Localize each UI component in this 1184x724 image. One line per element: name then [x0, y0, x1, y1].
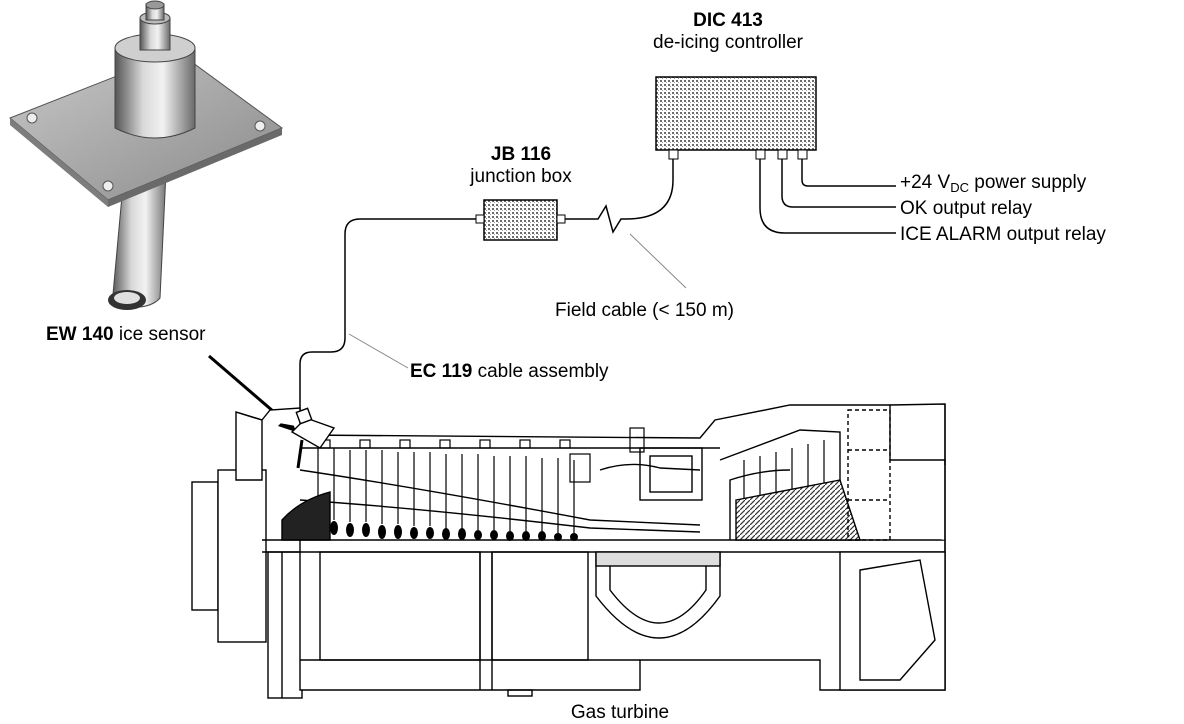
field-cable [565, 159, 674, 234]
cable-assembly-description: cable assembly [477, 361, 609, 382]
field-cable-label: Field cable (< 150 m) [555, 300, 734, 321]
controller-connector-power [797, 149, 808, 160]
ice-alarm-relay-label: ICE ALARM output relay [900, 224, 1106, 245]
power-supply-prefix: +24 V [900, 172, 951, 193]
cable-assembly-label: EC 119 cable assembly [410, 361, 609, 383]
power-supply-subscript: DC [950, 180, 969, 195]
power-supply-wire [801, 159, 896, 187]
sensor-label: EW 140 ice sensor [46, 324, 205, 346]
junction-box-model: JB 116 [490, 144, 552, 165]
cable-assembly-leader [348, 333, 409, 369]
junction-box-connector-right [556, 214, 566, 224]
cable-assembly [299, 218, 476, 418]
ice-alarm-relay-wire [759, 159, 896, 234]
junction-box-label: JB 116 junction box [446, 144, 596, 188]
controller-connector-alarm [755, 149, 766, 160]
ice-sensor-mounted [290, 407, 336, 469]
junction-box [483, 199, 558, 241]
ok-relay-label: OK output relay [900, 198, 1033, 219]
cable-assembly-model: EC 119 [410, 361, 473, 382]
ok-relay-wire [781, 159, 896, 208]
controller-label: DIC 413 de-icing controller [608, 10, 848, 54]
controller-box [655, 76, 817, 151]
power-supply-suffix: power supply [968, 172, 1087, 193]
controller-description: de-icing controller [653, 32, 803, 53]
gas-turbine-drawing [191, 403, 946, 699]
sensor-description: ice sensor [118, 324, 206, 345]
junction-box-connector-left [475, 214, 485, 224]
power-supply-label: +24 VDC power supply [900, 172, 1086, 199]
controller-connector-ok [777, 149, 788, 160]
sensor-model: EW 140 [46, 324, 114, 345]
ice-sensor-photo [9, 0, 284, 310]
controller-model: DIC 413 [693, 10, 763, 31]
field-cable-leader [629, 233, 687, 289]
controller-connector-field [668, 149, 679, 160]
junction-box-description: junction box [470, 166, 572, 187]
gas-turbine-label: Gas turbine [570, 702, 670, 723]
